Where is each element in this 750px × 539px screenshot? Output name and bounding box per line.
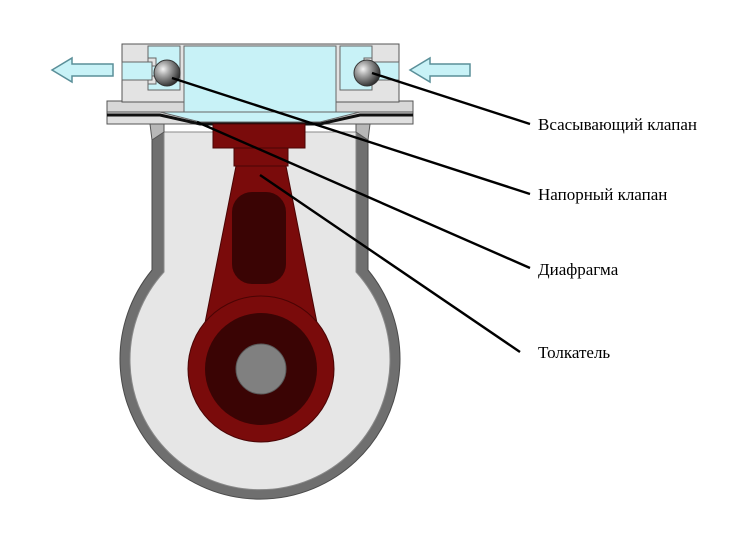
arrow-left-icon [50, 56, 114, 84]
ball-valve-icon [153, 59, 181, 87]
chamber-funnel [159, 111, 361, 123]
label-pusher: Толкатель [538, 343, 610, 362]
leader-line-diaphragm [196, 120, 531, 270]
label-diaphragm: Диафрагма [538, 260, 619, 279]
leader-line-discharge-valve [171, 76, 531, 196]
flange-neck-left [149, 123, 165, 141]
leader-line-suction-valve [371, 71, 531, 126]
label-suction-valve: Всасывающий клапан [538, 115, 697, 134]
arrow-left-icon [408, 56, 471, 84]
rod-window [232, 192, 286, 284]
discharge-channel [121, 61, 153, 81]
leader-line-pusher [259, 174, 521, 353]
crank-shaft [235, 343, 287, 395]
flange-neck-right [355, 123, 371, 141]
pump-chamber [183, 45, 337, 113]
ball-valve-icon [353, 59, 381, 87]
label-discharge-valve: Напорный клапан [538, 185, 667, 204]
